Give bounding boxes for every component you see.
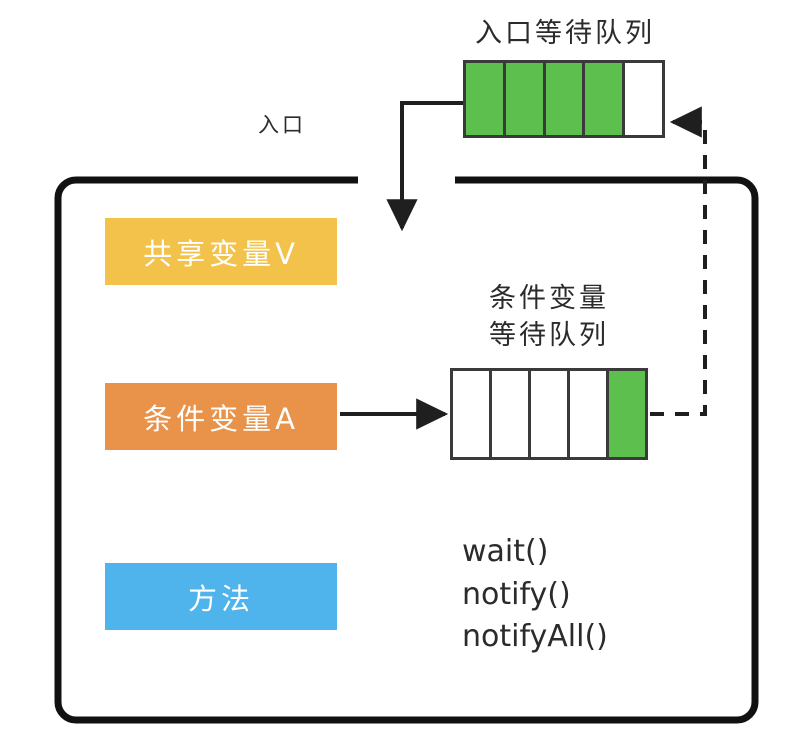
- queue-cell-filled: [505, 63, 546, 135]
- queue-cell-empty: [453, 371, 492, 457]
- method-notify: notify(): [462, 576, 571, 612]
- method-wait: wait(): [462, 534, 549, 569]
- queue-cell-empty: [570, 371, 609, 457]
- entry-arrow: [386, 101, 463, 232]
- condition-variable-label: 条件变量A: [143, 401, 299, 436]
- monitor-methods-list: wait() notify() notifyAll(): [462, 531, 608, 659]
- queue-cell-filled: [466, 63, 506, 135]
- queue-cell-empty: [531, 371, 570, 457]
- entry-wait-queue-title: 入口等待队列: [475, 18, 655, 49]
- condition-wait-queue[interactable]: [450, 368, 648, 460]
- queue-cell-filled: [609, 371, 645, 457]
- shared-variable-box[interactable]: 共享变量V: [105, 218, 337, 285]
- notify-feedback-arrow: [650, 106, 707, 416]
- methods-label: 方法: [187, 581, 254, 616]
- queue-cell-filled: [545, 63, 586, 135]
- queue-cell-empty: [625, 63, 662, 135]
- queue-cell-empty: [492, 371, 531, 457]
- condition-wait-queue-title-line2: 等待队列: [489, 320, 609, 351]
- entry-point-label: 入口: [258, 113, 306, 137]
- shared-variable-label: 共享变量V: [143, 236, 299, 271]
- condition-variable-box[interactable]: 条件变量A: [105, 383, 337, 450]
- methods-box[interactable]: 方法: [105, 563, 337, 630]
- entry-wait-queue[interactable]: [463, 60, 665, 138]
- condition-wait-queue-title-line1: 条件变量: [489, 283, 609, 314]
- method-notify-all: notifyAll(): [462, 619, 608, 655]
- queue-cell-filled: [585, 63, 626, 135]
